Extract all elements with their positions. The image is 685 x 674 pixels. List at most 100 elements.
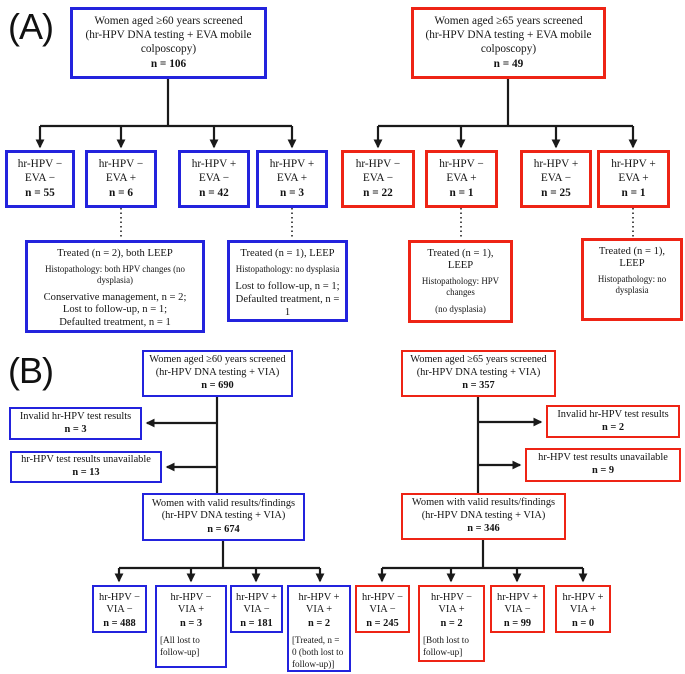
note-extra-line: Defaulted treatment, n = 1 xyxy=(59,317,171,329)
child-bracket-note: [All lost to follow-up] xyxy=(160,635,200,658)
b-left-child-box: hr-HPV + VIA − n = 181 xyxy=(230,585,283,633)
child-n: n = 2 xyxy=(307,617,331,629)
child-line: hr-HPV − xyxy=(99,592,140,603)
note-title: Treated (n = 1), LEEP xyxy=(427,248,494,272)
b-right-child-box: hr-HPV − VIA + n = 2 [Both lost to follo… xyxy=(418,585,485,662)
panel-a-left-connectors xyxy=(35,79,297,149)
child-line: hr-HPV − xyxy=(431,592,472,603)
b-right-child-box: hr-HPV + VIA − n = 99 xyxy=(490,585,545,633)
root-n: n = 49 xyxy=(493,57,524,70)
child-line: hr-HPV + xyxy=(611,158,656,171)
child-line: EVA + xyxy=(446,171,477,184)
note-extra: Lost to follow-up, n = 1; Defaulted trea… xyxy=(235,280,340,318)
child-n: n = 2 xyxy=(440,617,463,629)
child-line: VIA − xyxy=(106,604,133,616)
child-line: EVA + xyxy=(105,171,137,184)
a-right-note2-box: Treated (n = 1), LEEP Histopathology: no… xyxy=(581,238,683,321)
root-line: (hr-HPV DNA testing + EVA mobile colposc… xyxy=(85,29,252,55)
excluded-n: n = 2 xyxy=(601,421,625,433)
a-left-child-box: hr-HPV + EVA − n = 42 xyxy=(178,150,250,208)
b-right-valid-box: Women with valid results/findings (hr-HP… xyxy=(401,493,566,540)
valid-line: (hr-HPV DNA testing + VIA) xyxy=(421,509,546,521)
b-left-child-box: hr-HPV − VIA − n = 488 xyxy=(92,585,147,633)
child-line: EVA + xyxy=(276,171,308,184)
excluded-label: Invalid hr-HPV test results xyxy=(557,408,669,420)
child-line: EVA − xyxy=(540,171,572,184)
valid-line: (hr-HPV DNA testing + VIA) xyxy=(161,510,286,522)
a-left-root-box: Women aged ≥60 years screened (hr-HPV DN… xyxy=(70,7,267,79)
child-line: VIA + xyxy=(569,604,597,616)
b-right-child-box: hr-HPV + VIA + n = 0 xyxy=(555,585,611,633)
b-right-root-box: Women aged ≥65 years screened (hr-HPV DN… xyxy=(401,350,556,397)
note-extra: (no dysplasia) xyxy=(435,303,486,314)
note-title: Treated (n = 1), LEEP xyxy=(240,248,335,259)
note-histopathology: Histopathology: both HPV changes (no dys… xyxy=(45,264,185,285)
child-line: EVA − xyxy=(24,171,56,184)
root-n: n = 106 xyxy=(150,57,187,70)
child-n: n = 22 xyxy=(363,186,393,199)
child-n: n = 245 xyxy=(366,617,399,629)
a-right-child-box: hr-HPV + EVA + n = 1 xyxy=(597,150,670,208)
root-line: (hr-HPV DNA testing + VIA) xyxy=(155,366,280,378)
child-line: hr-HPV + xyxy=(236,592,277,603)
child-line: hr-HPV + xyxy=(298,592,340,603)
a-left-child-box: hr-HPV + EVA + n = 3 xyxy=(256,150,328,208)
child-n: n = 0 xyxy=(571,617,595,629)
note-extra-line: Conservative management, n = 2; xyxy=(43,291,187,303)
a-right-child-box: hr-HPV − EVA + n = 1 xyxy=(425,150,498,208)
note-title: Treated (n = 2), both LEEP xyxy=(57,248,173,259)
child-line: hr-HPV − xyxy=(17,158,63,171)
b-left-root-box: Women aged ≥60 years screened (hr-HPV DN… xyxy=(142,350,293,397)
root-line: Women aged ≥60 years screened xyxy=(149,354,286,366)
a-left-note1-box: Treated (n = 2), both LEEP Histopatholog… xyxy=(25,240,205,333)
excluded-n: n = 9 xyxy=(591,465,615,477)
excluded-label: hr-HPV test results unavailable xyxy=(21,454,151,465)
child-line: VIA − xyxy=(504,604,531,616)
b-left-unavailable-box: hr-HPV test results unavailable n = 13 xyxy=(10,451,162,483)
child-line: hr-HPV + xyxy=(191,158,237,171)
valid-line: Women with valid results/findings xyxy=(411,497,556,509)
child-line: hr-HPV − xyxy=(362,592,403,603)
child-line: VIA + xyxy=(438,604,465,616)
child-n: n = 42 xyxy=(199,186,229,199)
child-n: n = 99 xyxy=(503,617,532,629)
note-extra-line: Lost to follow-up, n = 1; xyxy=(62,304,168,316)
child-line: hr-HPV − xyxy=(439,158,484,171)
valid-n: n = 674 xyxy=(207,523,240,535)
child-line: EVA + xyxy=(618,171,649,184)
a-right-note1-box: Treated (n = 1), LEEP Histopathology: HP… xyxy=(408,240,513,323)
panel-b-right-connectors xyxy=(377,397,588,583)
note-title: Treated (n = 1), LEEP xyxy=(598,246,666,270)
note-histopathology: Histopathology: no dysplasia xyxy=(235,264,340,275)
child-n: n = 55 xyxy=(25,186,55,199)
child-n: n = 6 xyxy=(108,186,134,199)
valid-n: n = 346 xyxy=(467,523,500,535)
a-right-child-box: hr-HPV + EVA − n = 25 xyxy=(520,150,592,208)
root-line: (hr-HPV DNA testing + EVA mobile colposc… xyxy=(425,29,592,55)
child-line: hr-HPV − xyxy=(170,592,212,603)
b-right-invalid-box: Invalid hr-HPV test results n = 2 xyxy=(546,405,680,438)
child-line: hr-HPV − xyxy=(98,158,144,171)
child-line: hr-HPV + xyxy=(533,158,579,171)
child-n: n = 3 xyxy=(279,186,305,199)
child-bracket-note: [Treated, n = 0 (both lost to follow-up)… xyxy=(292,635,344,670)
child-line: VIA − xyxy=(369,604,396,616)
excluded-label: hr-HPV test results unavailable xyxy=(538,452,668,463)
b-left-invalid-box: Invalid hr-HPV test results n = 3 xyxy=(9,407,142,440)
child-n: n = 488 xyxy=(103,617,136,629)
root-n: n = 357 xyxy=(462,380,495,392)
excluded-n: n = 3 xyxy=(64,423,87,435)
child-line: hr-HPV + xyxy=(269,158,315,171)
excluded-n: n = 13 xyxy=(72,467,100,479)
note-histopathology: Histopathology: no dysplasia xyxy=(597,274,667,296)
b-right-unavailable-box: hr-HPV test results unavailable n = 9 xyxy=(525,448,681,482)
child-n: n = 1 xyxy=(621,186,646,199)
panel-a-dotted-links xyxy=(120,208,634,239)
root-line: Women aged ≥65 years screened xyxy=(434,15,583,28)
root-n: n = 690 xyxy=(201,380,234,392)
valid-line: Women with valid results/findings xyxy=(151,497,296,509)
child-line: EVA − xyxy=(362,171,394,184)
b-right-child-box: hr-HPV − VIA − n = 245 xyxy=(355,585,410,633)
b-left-child-box: hr-HPV − VIA + n = 3 [All lost to follow… xyxy=(155,585,227,668)
